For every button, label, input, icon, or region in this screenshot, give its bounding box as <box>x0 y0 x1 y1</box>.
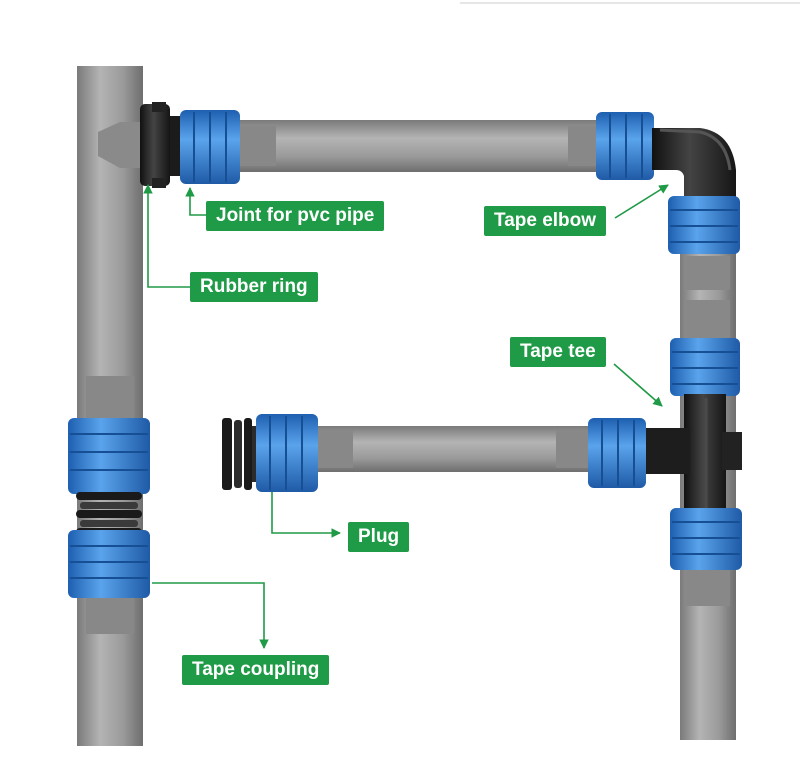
label-tape-tee: Tape tee <box>510 337 606 367</box>
joint-callout-line <box>190 188 206 215</box>
middle-horizontal-pipe <box>315 426 595 472</box>
plug-fitting <box>222 414 318 492</box>
label-tape-coupling: Tape coupling <box>182 655 329 685</box>
coupling-callout-line <box>152 583 264 648</box>
tee-top-nut <box>670 338 740 396</box>
tee-callout-line <box>614 364 662 406</box>
rubber-ring-callout-line <box>148 185 190 287</box>
tee-side-nut <box>588 418 646 488</box>
elbow-outlet-nut <box>668 196 740 254</box>
label-rubber-ring: Rubber ring <box>190 272 318 302</box>
tee-bottom-nut <box>670 508 742 570</box>
tape-elbow-fitting <box>652 128 736 200</box>
label-plug: Plug <box>348 522 409 552</box>
label-joint-for-pvc-pipe: Joint for pvc pipe <box>206 201 384 231</box>
label-tape-elbow: Tape elbow <box>484 206 606 236</box>
top-horizontal-pipe <box>240 120 602 172</box>
callout-lines <box>148 185 668 648</box>
elbow-callout-line <box>615 185 668 218</box>
plug-callout-line <box>272 492 340 533</box>
elbow-inlet-nut <box>596 112 654 180</box>
